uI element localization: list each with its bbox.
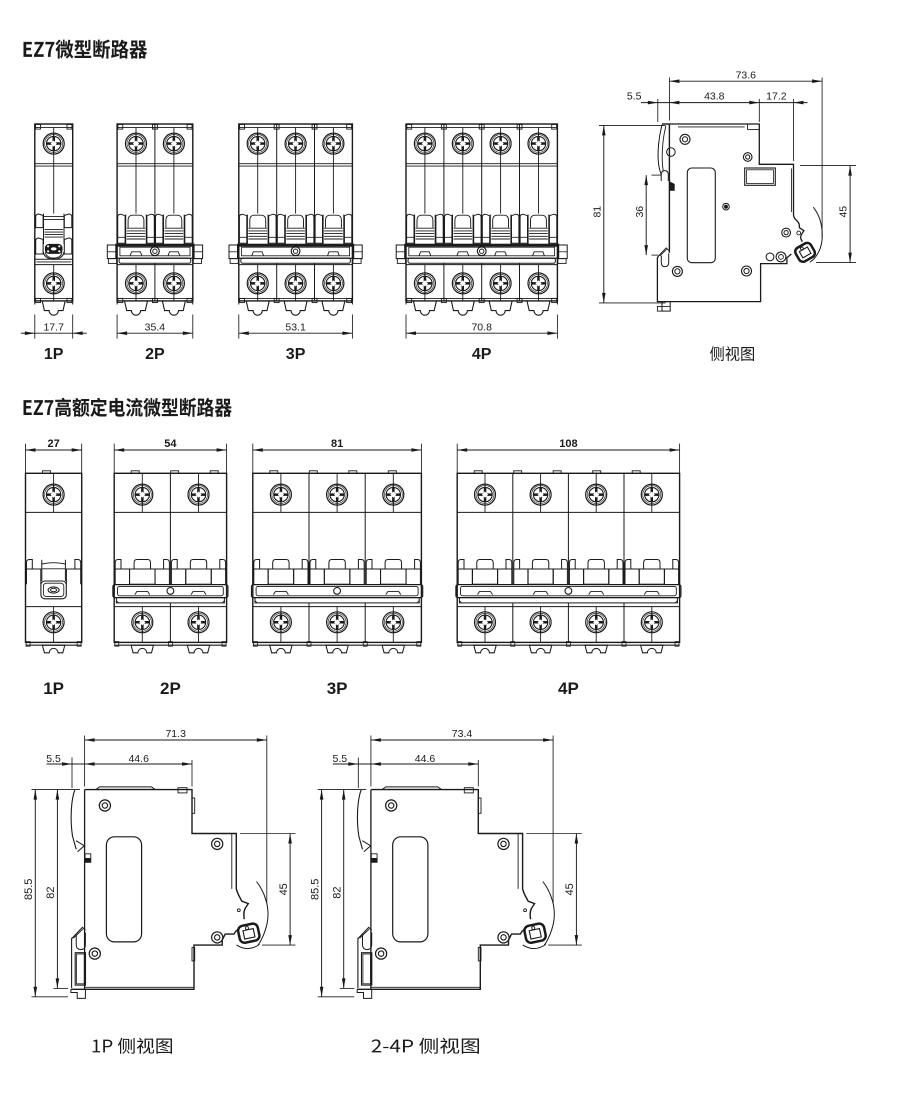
- svg-text:3P: 3P: [286, 346, 306, 363]
- svg-text:44.6: 44.6: [128, 753, 149, 765]
- svg-text:85.5: 85.5: [23, 879, 35, 900]
- svg-text:45: 45: [838, 206, 850, 218]
- svg-text:1P: 1P: [44, 346, 64, 363]
- svg-text:5.5: 5.5: [332, 753, 347, 765]
- svg-text:4P: 4P: [472, 346, 492, 363]
- svg-text:71.3: 71.3: [165, 728, 186, 740]
- svg-text:1P: 1P: [43, 679, 64, 698]
- svg-text:36: 36: [634, 206, 646, 218]
- svg-text:81: 81: [331, 438, 343, 450]
- svg-text:2P: 2P: [145, 346, 165, 363]
- svg-text:45: 45: [278, 883, 290, 895]
- svg-text:73.6: 73.6: [736, 69, 757, 81]
- svg-text:45: 45: [564, 883, 576, 895]
- svg-text:3P: 3P: [327, 679, 348, 698]
- svg-text:35.4: 35.4: [145, 322, 166, 334]
- svg-text:17.7: 17.7: [43, 322, 64, 334]
- svg-text:54: 54: [164, 438, 177, 450]
- svg-text:81: 81: [591, 206, 603, 218]
- svg-text:85.5: 85.5: [309, 879, 321, 900]
- svg-text:108: 108: [559, 438, 577, 450]
- svg-text:5.5: 5.5: [46, 753, 61, 765]
- svg-text:82: 82: [332, 886, 344, 898]
- svg-text:82: 82: [45, 886, 57, 898]
- svg-text:17.2: 17.2: [766, 91, 787, 103]
- svg-text:73.4: 73.4: [452, 728, 473, 740]
- svg-text:44.6: 44.6: [415, 753, 436, 765]
- svg-text:2P: 2P: [160, 679, 181, 698]
- svg-text:53.1: 53.1: [285, 322, 306, 334]
- svg-text:4P: 4P: [558, 679, 579, 698]
- svg-text:5.5: 5.5: [627, 91, 642, 103]
- svg-text:43.8: 43.8: [704, 91, 725, 103]
- svg-text:70.8: 70.8: [471, 322, 492, 334]
- svg-text:27: 27: [47, 438, 59, 450]
